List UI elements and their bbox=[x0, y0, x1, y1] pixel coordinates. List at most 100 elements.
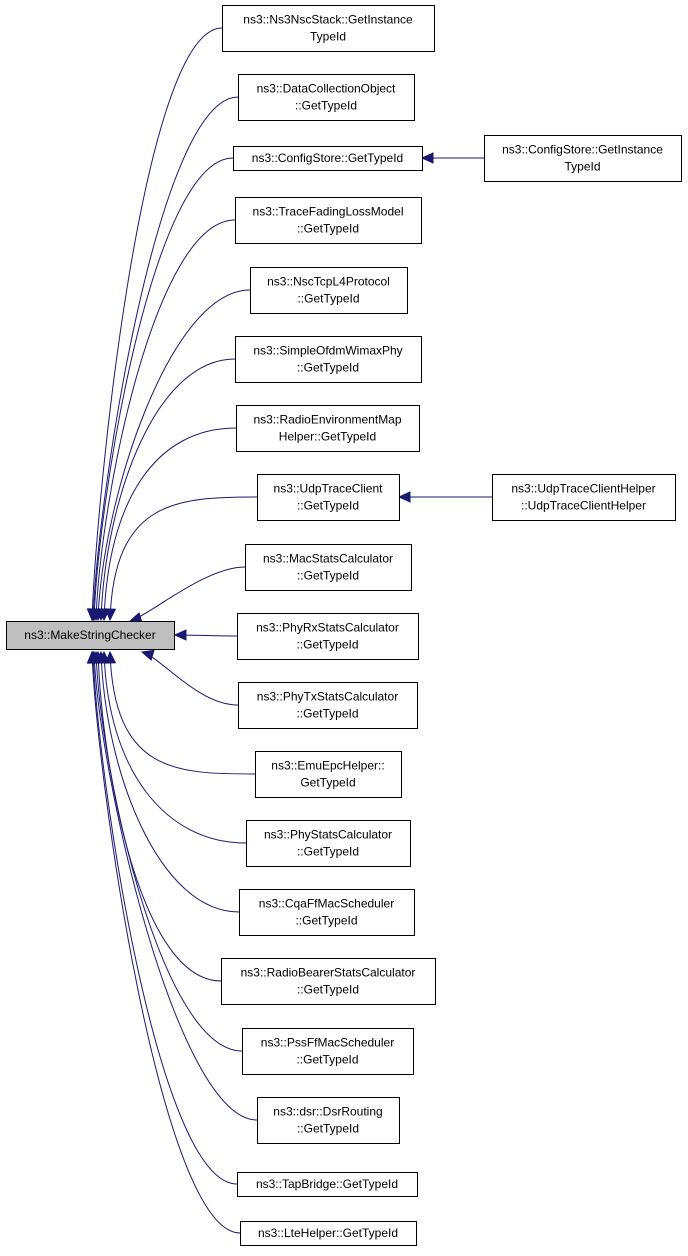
node-label-line: GetTypeId bbox=[300, 776, 355, 790]
node-label-line: ::GetTypeId bbox=[297, 845, 359, 859]
node-label-line: ns3::EmuEpcHelper:: bbox=[271, 759, 384, 773]
node-label-line: TypeId bbox=[564, 160, 600, 174]
node-label-line: ::GetTypeId bbox=[297, 361, 359, 375]
edge-n14-to-root bbox=[100, 651, 240, 913]
node-box bbox=[257, 1097, 400, 1144]
node-label-line: ns3::PssFfMacScheduler bbox=[261, 1036, 394, 1050]
node-label-line: ns3::TapBridge::GetTypeId bbox=[256, 1177, 398, 1191]
node-box bbox=[257, 474, 400, 521]
node-label-line: ns3::DataCollectionObject bbox=[257, 82, 396, 96]
node-box bbox=[237, 1172, 418, 1197]
node-label-line: ::GetTypeId bbox=[297, 983, 359, 997]
node-box bbox=[242, 1028, 414, 1075]
root-node-box bbox=[6, 621, 175, 650]
edge-n6-to-root bbox=[100, 358, 236, 621]
node-n5[interactable]: ns3::NscTcpL4Protocol::GetTypeId bbox=[250, 267, 408, 314]
node-label-line: ns3::dsr::DsrRouting bbox=[273, 1105, 382, 1119]
edges-layer bbox=[86, 27, 492, 1234]
edge-n9-to-root bbox=[129, 566, 246, 622]
node-label-line: ns3::PhyStatsCalculator bbox=[264, 828, 392, 842]
node-box bbox=[238, 74, 415, 121]
node-box bbox=[235, 336, 422, 383]
arrowhead-n8-to-root bbox=[104, 608, 117, 622]
node-label-line: ns3::LteHelper::GetTypeId bbox=[258, 1226, 398, 1240]
node-n2[interactable]: ns3::DataCollectionObject::GetTypeId bbox=[238, 74, 415, 121]
node-box bbox=[239, 889, 415, 936]
node-n19[interactable]: ns3::LteHelper::GetTypeId bbox=[240, 1221, 417, 1246]
node-label-line: ::UdpTraceClientHelper bbox=[521, 499, 646, 513]
node-n4[interactable]: ns3::TraceFadingLossModel::GetTypeId bbox=[235, 197, 422, 244]
node-n11[interactable]: ns3::PhyTxStatsCalculator::GetTypeId bbox=[238, 682, 418, 729]
node-label-line: ::GetTypeId bbox=[297, 499, 359, 513]
node-label-line: ns3::MakeStringChecker bbox=[24, 628, 155, 642]
arrowhead-n10-to-root bbox=[173, 629, 187, 641]
edge-n18-to-root bbox=[92, 651, 238, 1185]
edge-n16-to-root bbox=[95, 651, 243, 1052]
node-n17[interactable]: ns3::dsr::DsrRouting::GetTypeId bbox=[257, 1097, 400, 1144]
node-n3[interactable]: ns3::ConfigStore::GetTypeId bbox=[233, 146, 423, 171]
edge-n19-to-root bbox=[91, 651, 241, 1234]
node-label-line: ns3::RadioBearerStatsCalculator bbox=[241, 966, 416, 980]
node-n6[interactable]: ns3::SimpleOfdmWimaxPhy::GetTypeId bbox=[235, 336, 422, 383]
node-n16[interactable]: ns3::PssFfMacScheduler::GetTypeId bbox=[242, 1028, 414, 1075]
node-n12[interactable]: ns3::EmuEpcHelper::GetTypeId bbox=[255, 751, 402, 798]
node-n13[interactable]: ns3::PhyStatsCalculator::GetTypeId bbox=[246, 820, 411, 867]
node-label-line: ::GetTypeId bbox=[295, 914, 357, 928]
arrowhead-n3a-to-n3 bbox=[420, 152, 434, 164]
node-box bbox=[236, 405, 420, 452]
node-n18[interactable]: ns3::TapBridge::GetTypeId bbox=[237, 1172, 418, 1197]
node-n8a[interactable]: ns3::UdpTraceClientHelper::UdpTraceClien… bbox=[492, 474, 676, 521]
root-node[interactable]: ns3::MakeStringChecker bbox=[6, 621, 175, 650]
nodes-layer: ns3::MakeStringChecker ns3::Ns3NscStack::… bbox=[6, 5, 682, 1246]
node-label-line: Helper::GetTypeId bbox=[279, 430, 376, 444]
node-n14[interactable]: ns3::CqaFfMacScheduler::GetTypeId bbox=[239, 889, 415, 936]
node-label-line: ::GetTypeId bbox=[297, 1122, 359, 1136]
edge-n12-to-root bbox=[109, 651, 256, 775]
node-box bbox=[237, 613, 419, 660]
node-box bbox=[484, 135, 682, 182]
node-label-line: ns3::UdpTraceClientHelper bbox=[511, 482, 655, 496]
node-box bbox=[233, 146, 423, 171]
node-label-line: ns3::TraceFadingLossModel bbox=[253, 205, 404, 219]
edge-n5-to-root bbox=[97, 289, 251, 621]
edge-n1-to-root bbox=[91, 27, 223, 621]
node-label-line: ::GetTypeId bbox=[295, 99, 357, 113]
node-label-line: ns3::MacStatsCalculator bbox=[263, 552, 393, 566]
node-box bbox=[238, 682, 418, 729]
arrowhead-n8a-to-n8 bbox=[397, 491, 411, 503]
node-label-line: ::GetTypeId bbox=[297, 569, 359, 583]
edge-n15-to-root bbox=[97, 651, 222, 982]
node-label-line: ns3::PhyTxStatsCalculator bbox=[257, 690, 398, 704]
node-n10[interactable]: ns3::PhyRxStatsCalculator::GetTypeId bbox=[237, 613, 419, 660]
node-label-line: ::GetTypeId bbox=[296, 707, 358, 721]
edge-n11-to-root bbox=[141, 651, 239, 706]
node-label-line: TypeId bbox=[310, 30, 346, 44]
node-label-line: ns3::PhyRxStatsCalculator bbox=[256, 621, 399, 635]
node-n8[interactable]: ns3::UdpTraceClient::GetTypeId bbox=[257, 474, 400, 521]
node-box bbox=[240, 1221, 417, 1246]
node-label-line: ns3::ConfigStore::GetTypeId bbox=[252, 151, 403, 165]
edge-n8-to-root bbox=[109, 496, 258, 621]
node-box bbox=[492, 474, 676, 521]
node-box bbox=[222, 5, 435, 52]
node-box bbox=[245, 544, 412, 591]
node-box bbox=[246, 820, 411, 867]
node-box bbox=[235, 197, 422, 244]
node-label-line: ::GetTypeId bbox=[297, 222, 359, 236]
node-n15[interactable]: ns3::RadioBearerStatsCalculator::GetType… bbox=[221, 958, 436, 1005]
node-n7[interactable]: ns3::RadioEnvironmentMapHelper::GetTypeI… bbox=[236, 405, 420, 452]
node-box bbox=[221, 958, 436, 1005]
node-label-line: ::GetTypeId bbox=[297, 292, 359, 306]
edge-n3-to-root bbox=[93, 157, 234, 621]
edge-n2-to-root bbox=[92, 96, 239, 621]
arrowhead-n19-to-root bbox=[86, 650, 99, 664]
node-label-line: ns3::Ns3NscStack::GetInstance bbox=[243, 13, 413, 27]
edge-n13-to-root bbox=[103, 651, 247, 844]
node-n9[interactable]: ns3::MacStatsCalculator::GetTypeId bbox=[245, 544, 412, 591]
edge-n17-to-root bbox=[93, 651, 258, 1121]
edge-n4-to-root bbox=[95, 219, 236, 621]
node-label-line: ::GetTypeId bbox=[296, 1053, 358, 1067]
